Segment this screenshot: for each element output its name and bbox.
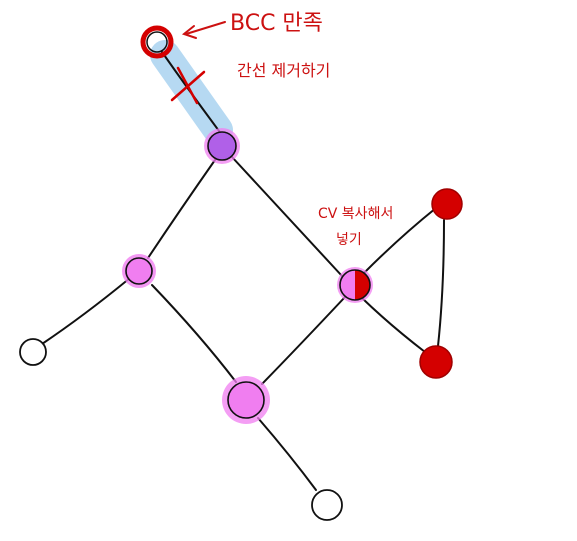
annotation-cv-line1: CV 복사해서: [318, 206, 393, 222]
node-tri-bottom: [419, 345, 453, 379]
edge-upper-left-mid: [147, 159, 216, 259]
edge-tri-top-tri-bottom: [437, 219, 445, 347]
edge-left-mid-left-low: [41, 277, 131, 345]
edge-cut-vertex-tri-top: [364, 207, 437, 273]
edge-cut-vertex-tri-bottom: [361, 297, 426, 353]
node-cut-vertex: [337, 267, 373, 303]
annotation-cv-line2: 넣기: [336, 232, 362, 248]
edge-upper-cut-vertex: [231, 156, 343, 277]
arrow-icon: [181, 21, 226, 39]
node-left-mid: [122, 254, 156, 288]
node-center-low: [222, 376, 270, 424]
edge-cut-vertex-center-low: [261, 296, 346, 385]
node-top: [140, 25, 174, 59]
edge-left-mid-center-low: [151, 284, 237, 383]
node-upper: [204, 128, 240, 164]
nodes: [19, 25, 463, 521]
annotation-bcc: BCC 만족: [230, 11, 323, 36]
node-bottom: [311, 489, 343, 521]
edges: [41, 51, 445, 491]
annotation-remove-edge: 간선 제거하기: [237, 61, 330, 80]
remove-cross-icon: [170, 66, 206, 105]
node-tri-top: [431, 188, 463, 220]
edge-center-low-bottom: [257, 417, 317, 491]
node-left-low: [19, 338, 47, 366]
